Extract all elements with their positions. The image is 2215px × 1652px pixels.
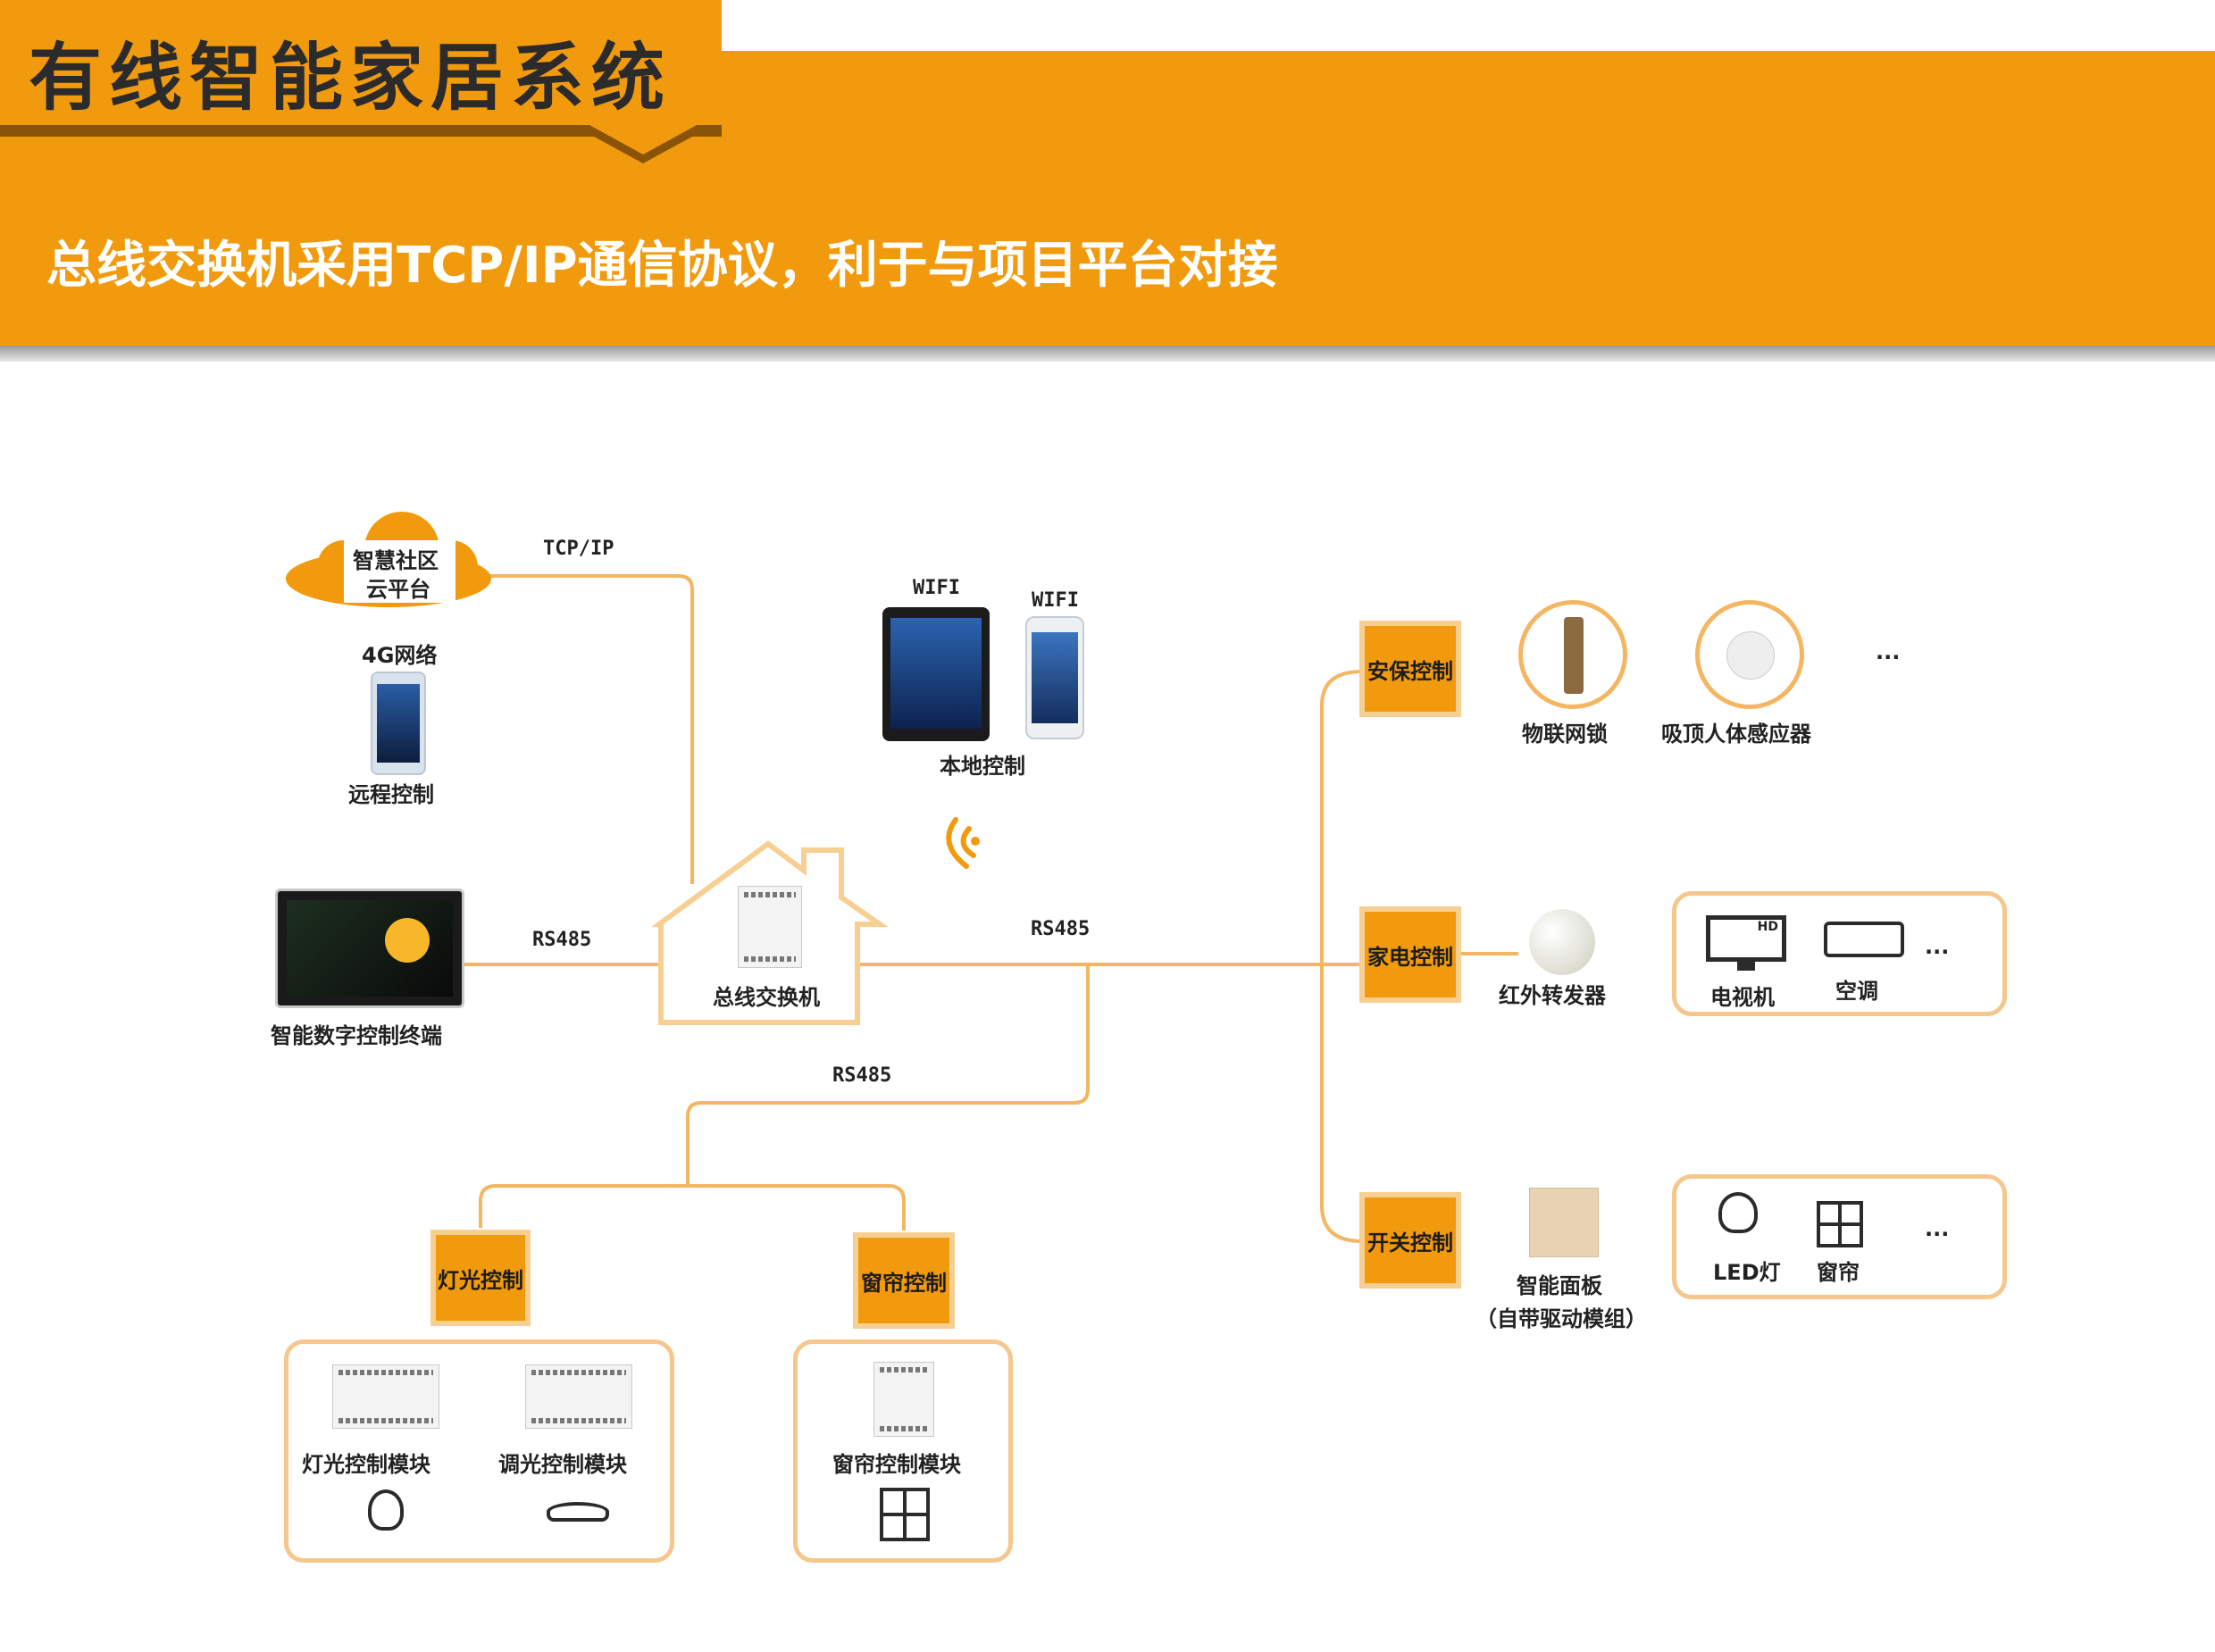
security-control-label: 安保控制 — [1367, 658, 1453, 684]
appliance-item-ac: 空调 — [1835, 979, 1878, 1004]
switch-control-label: 开关控制 — [1367, 1230, 1453, 1256]
tv-stand — [1737, 962, 1755, 971]
security-control-node: 安保控制 — [1359, 621, 1461, 717]
tablet-device — [882, 607, 990, 741]
led-bulb-icon — [1718, 1192, 1758, 1233]
rs485-right-label: RS485 — [1031, 918, 1091, 940]
control-terminal — [275, 889, 464, 1008]
smart-lock-icon — [1518, 600, 1627, 709]
motion-sensor-icon — [1695, 600, 1804, 709]
lighting-control-label: 灯光控制 — [438, 1267, 523, 1293]
page-subtitle: 总线交换机采用TCP/IP通信协议，利于与项目平台对接 — [46, 237, 1278, 295]
switch-item-curtain: 窗帘 — [1817, 1260, 1860, 1285]
curtain-icon — [1817, 1201, 1863, 1247]
ceiling-lamp-icon — [547, 1502, 609, 1522]
curtain-control-node: 窗帘控制 — [853, 1232, 955, 1329]
appliance-control-node: 家电控制 — [1359, 906, 1461, 1003]
terminal-label: 智能数字控制终端 — [271, 1023, 442, 1048]
phone-device — [1025, 616, 1084, 739]
wifi-phone-label: WIFI — [1032, 589, 1079, 612]
cloud-icon — [286, 512, 491, 607]
curtain-control-label: 窗帘控制 — [861, 1270, 947, 1296]
window-icon — [880, 1488, 930, 1541]
wifi-tablet-label: WIFI — [913, 577, 960, 599]
tcpip-label: TCP/IP — [543, 538, 614, 560]
bulb-icon — [368, 1489, 404, 1531]
tv-icon: HD — [1706, 915, 1786, 962]
lighting-module-label: 灯光控制模块 — [302, 1452, 430, 1477]
page-title: 有线智能家居系统 — [29, 36, 673, 121]
appliance-group — [1672, 891, 2007, 1016]
dimming-module-label: 调光控制模块 — [498, 1452, 627, 1477]
switch-more: ··· — [1925, 1222, 1950, 1247]
air-conditioner-icon — [1824, 922, 1904, 957]
lighting-control-node: 灯光控制 — [430, 1230, 531, 1326]
ir-repeater-icon — [1529, 909, 1595, 975]
lighting-module-device — [332, 1364, 439, 1429]
smart-panel-label-1: 智能面板 — [1517, 1273, 1602, 1298]
bus-switch-device — [738, 886, 802, 968]
remote-control-label: 远程控制 — [348, 782, 434, 807]
lighting-group — [284, 1339, 674, 1563]
switch-group — [1672, 1174, 2007, 1299]
connection-lines — [460, 574, 1518, 1243]
rs485-left-label: RS485 — [532, 929, 592, 951]
dimming-module-device — [525, 1364, 632, 1429]
rs485-bottom-line — [686, 964, 1090, 1186]
tv-badge: HD — [1757, 920, 1778, 934]
network-4g-label: 4G网络 — [362, 643, 438, 668]
security-item-sensor: 吸顶人体感应器 — [1661, 722, 1811, 747]
security-item-lock: 物联网锁 — [1522, 722, 1608, 747]
appliance-more: ··· — [1925, 939, 1950, 964]
switch-item-led: LED灯 — [1713, 1260, 1781, 1285]
curtain-module-device — [873, 1362, 934, 1437]
bus-switch-label: 总线交换机 — [713, 985, 820, 1010]
smart-panel-icon — [1529, 1188, 1599, 1257]
security-more: ··· — [1876, 645, 1901, 670]
wifi-signal-icon — [946, 817, 976, 869]
switch-control-node: 开关控制 — [1359, 1192, 1461, 1289]
title-underline — [0, 125, 722, 163]
right-trunk — [1320, 670, 1363, 1243]
ir-repeater-label: 红外转发器 — [1499, 983, 1606, 1008]
appliance-control-label: 家电控制 — [1367, 944, 1453, 970]
bottom-split-line — [479, 1184, 906, 1231]
curtain-module-label: 窗帘控制模块 — [832, 1452, 961, 1477]
local-control-label: 本地控制 — [940, 754, 1025, 779]
smart-panel-label-2: （自带驱动模组） — [1475, 1306, 1647, 1331]
tcpip-line — [482, 574, 694, 884]
remote-phone — [371, 672, 426, 775]
cloud-label-1: 智慧社区 — [353, 548, 439, 573]
curtain-group — [793, 1339, 1013, 1563]
rs485-bottom-label: RS485 — [832, 1064, 892, 1087]
appliance-item-tv: 电视机 — [1710, 985, 1775, 1010]
title-tab — [0, 0, 722, 132]
header-shadow — [0, 346, 2215, 362]
cloud-label-2: 云平台 — [366, 577, 430, 602]
